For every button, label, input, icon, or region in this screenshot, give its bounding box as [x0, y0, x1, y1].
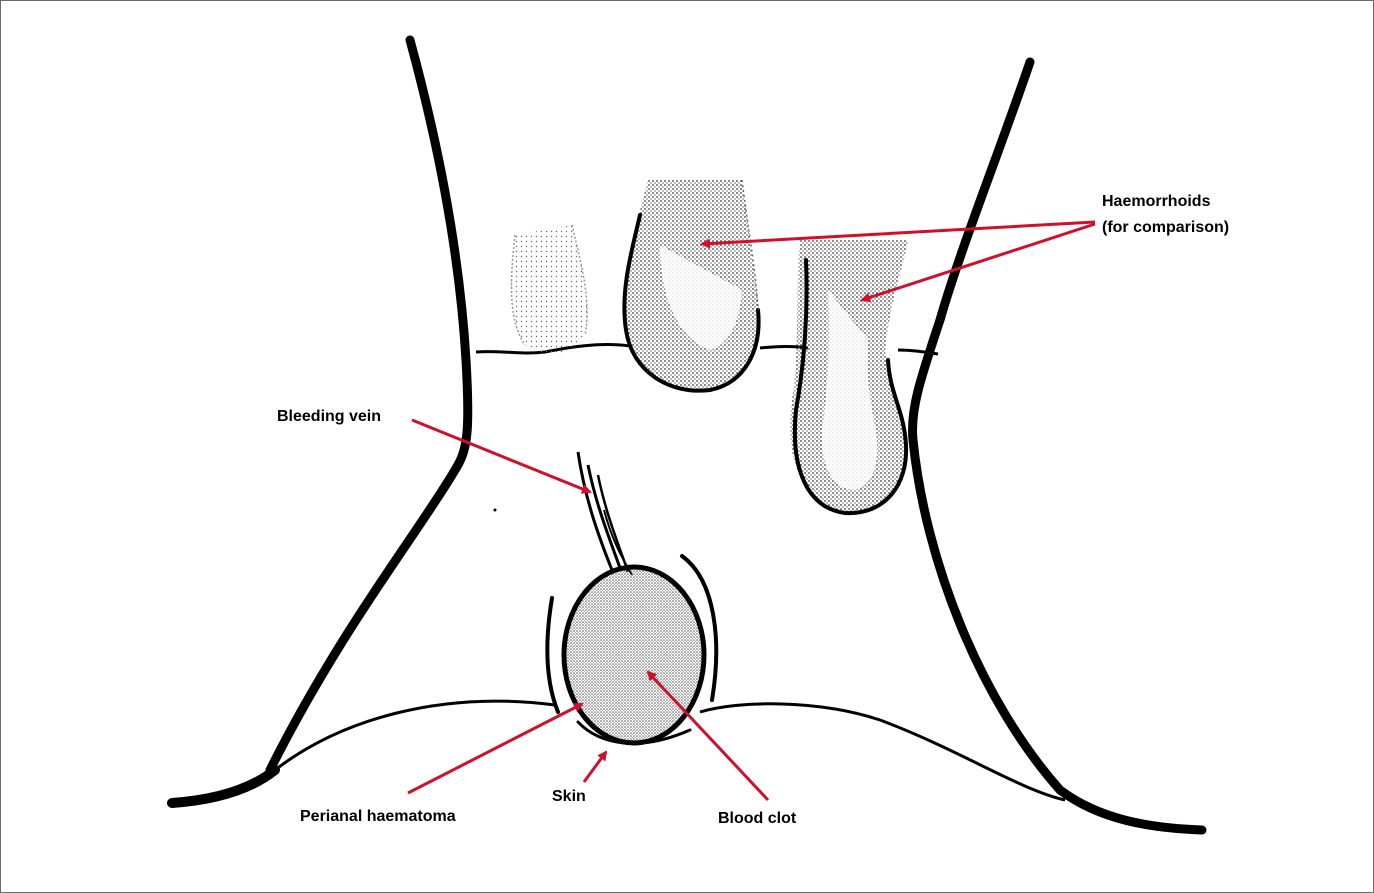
left-lower-sweep — [172, 770, 275, 803]
blood-clot — [564, 567, 704, 743]
arrow-bleeding-vein — [412, 420, 590, 492]
arrow-perianal-haematoma — [408, 704, 582, 793]
haemorrhoids-label: Haemorrhoids — [1102, 191, 1210, 213]
left-buttock-contour — [270, 40, 468, 770]
blood-clot-label: Blood clot — [718, 808, 796, 830]
lower-skin-fold — [275, 701, 555, 770]
bleeding-vein-label: Bleeding vein — [277, 406, 381, 428]
left-haemorrhoid — [511, 225, 587, 354]
right-buttock-contour — [912, 62, 1202, 830]
haematoma-outer-left — [547, 598, 558, 712]
skin-label: Skin — [552, 786, 586, 808]
arrow-skin — [584, 752, 606, 782]
perianal-haematoma-label: Perianal haematoma — [300, 806, 456, 828]
for-comparison-label: (for comparison) — [1102, 217, 1229, 239]
